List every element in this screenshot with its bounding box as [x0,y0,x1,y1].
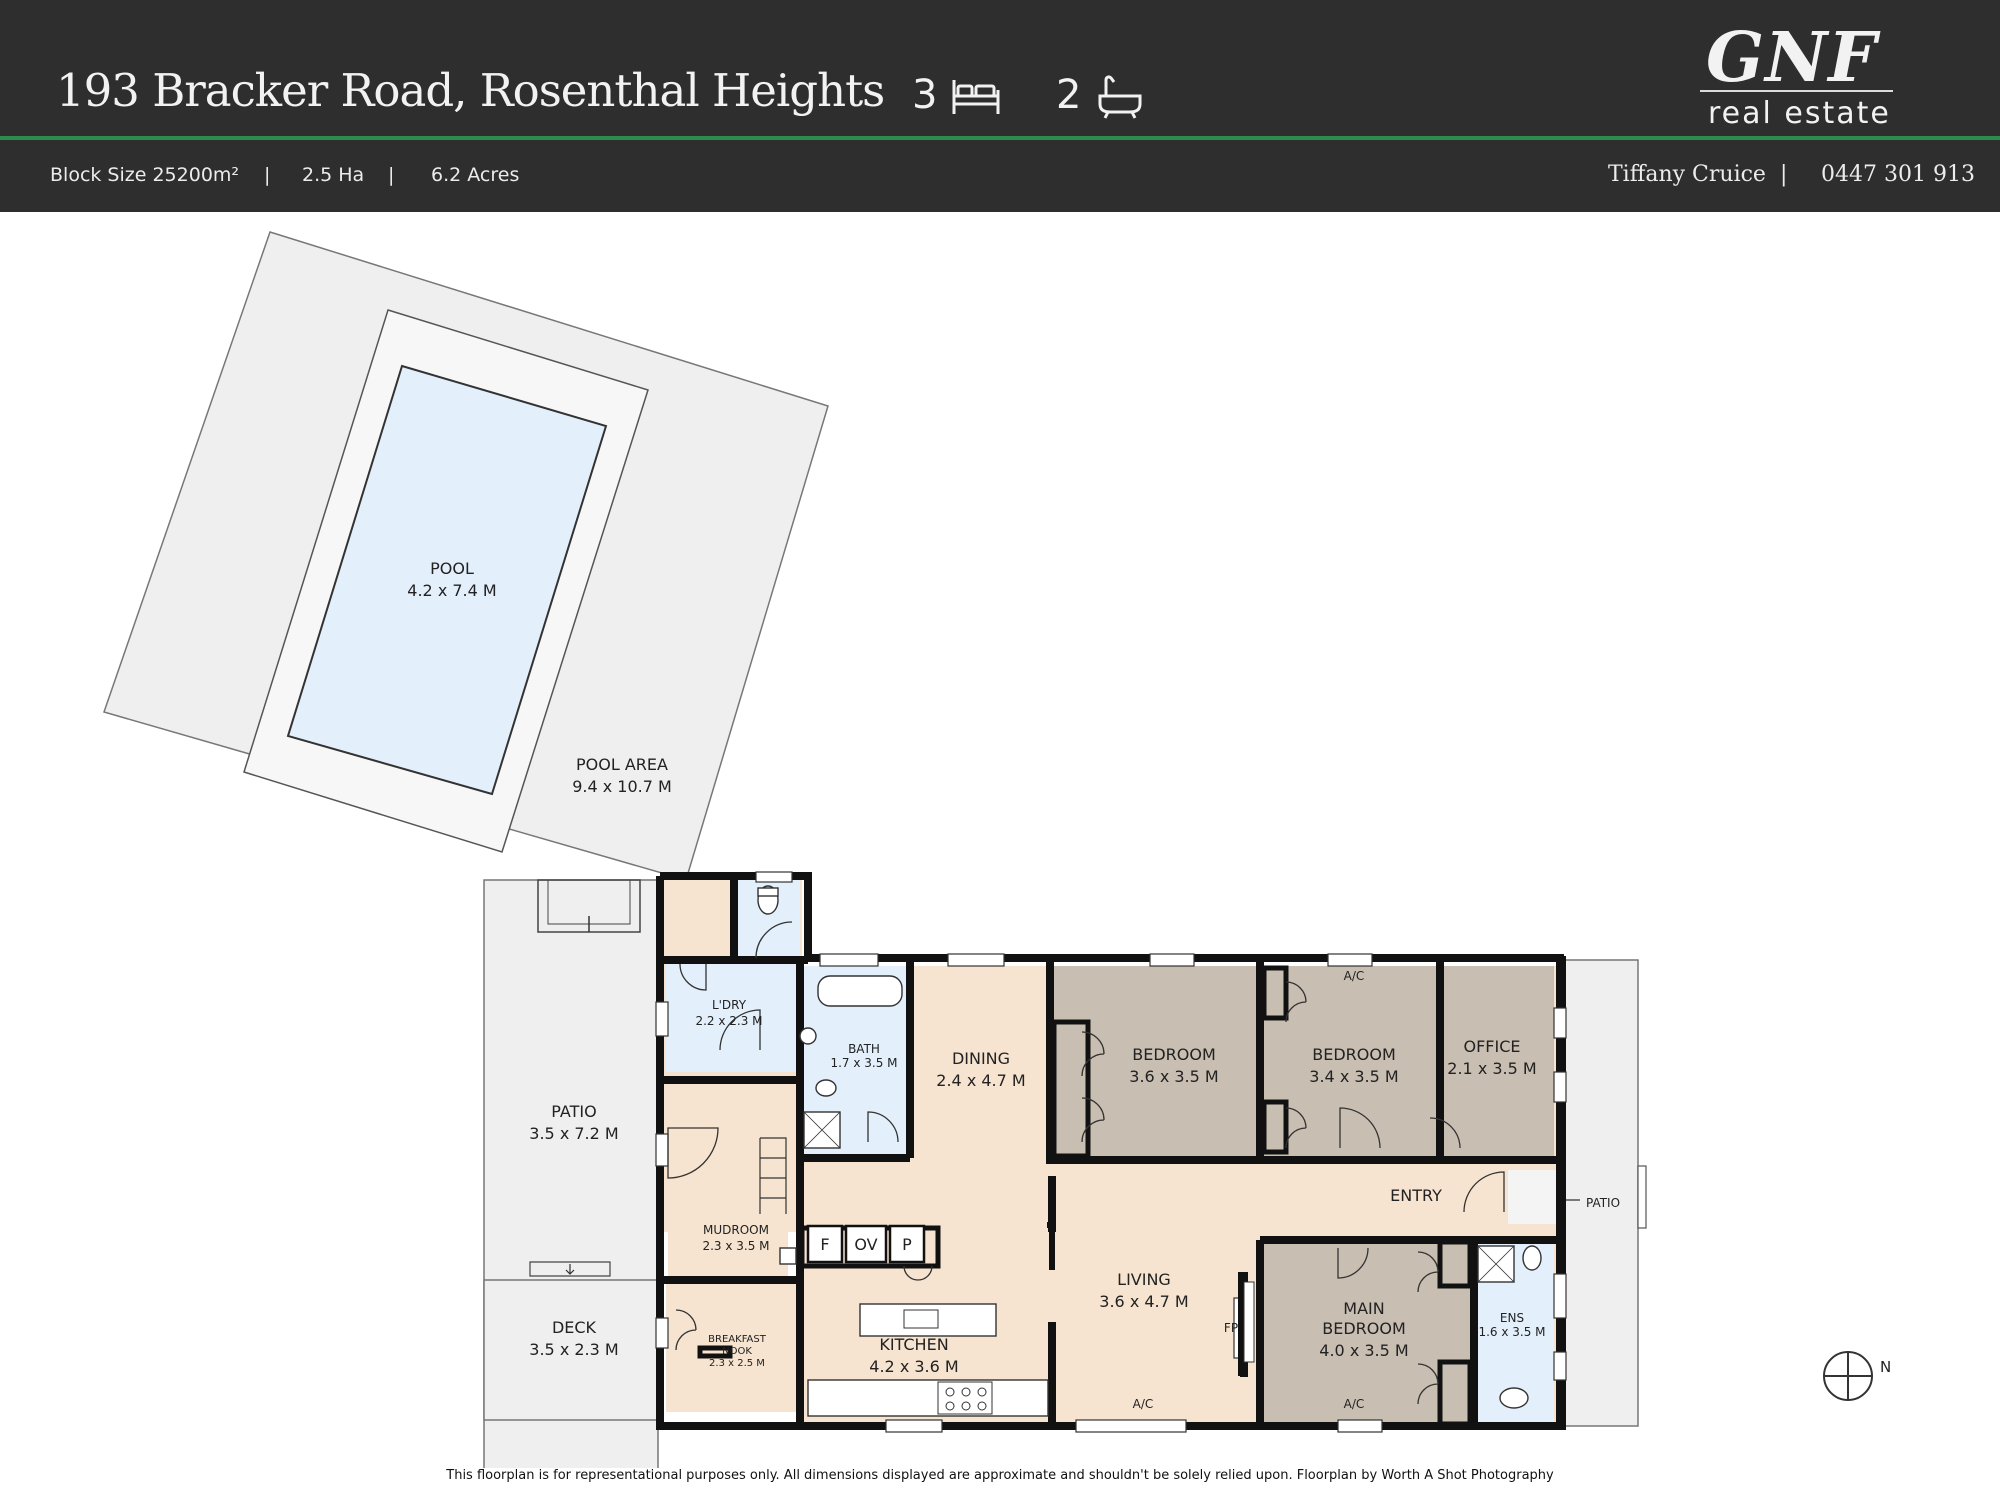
mudroom-label: MUDROOM [703,1223,769,1237]
laundry-size: 2.2 x 2.3 M [695,1014,762,1028]
breakfast-nook-size: 2.3 x 2.5 M [709,1358,765,1369]
bedroom-2-size: 3.6 x 3.5 M [1129,1067,1218,1086]
ensuite-size: 1.6 x 3.5 M [1478,1325,1545,1339]
doors [667,921,1505,1405]
mudroom-steps [759,1137,787,1214]
ac-label-living: A/C [1133,1397,1154,1411]
entry-label: ENTRY [1390,1186,1442,1205]
block-size: Block Size 25200m² [50,164,240,186]
living-size: 3.6 x 4.7 M [1099,1292,1188,1311]
office-label: OFFICE [1464,1037,1521,1056]
disclaimer: This floorplan is for representational p… [446,1468,1554,1483]
ac-label-main-bedroom: A/C [1344,1397,1365,1411]
separator: | [264,164,271,186]
header-bar [0,0,2000,212]
main-bedroom-label-1: MAIN [1343,1299,1384,1318]
agent-name: Tiffany Cruice [1608,162,1766,187]
pool-water [286,364,608,796]
bathtub-icon [1098,75,1142,119]
kitchen-fixtures [806,1224,1049,1417]
kitchen-sink [903,1309,939,1329]
fridge-box [806,1224,844,1264]
bath-label: BATH [848,1042,880,1056]
logo-real-estate: real estate [1708,96,1891,131]
fridge-label: F [820,1235,829,1254]
patio-west-size: 3.5 x 7.2 M [529,1124,618,1143]
living-label: LIVING [1117,1270,1171,1289]
kitchen-size: 4.2 x 3.6 M [869,1357,958,1376]
deck-size: 3.5 x 2.3 M [529,1340,618,1359]
windows [655,871,1567,1433]
compass-label: N [1880,1358,1891,1376]
entry-porch [1508,1170,1560,1224]
main-bedroom-label-2: BEDROOM [1322,1319,1406,1338]
pool-label: POOL [430,559,474,578]
deck-zone [483,1279,659,1421]
separator: | [388,164,395,186]
agent-phone: 0447 301 913 [1821,162,1975,187]
dining-label: DINING [952,1049,1010,1068]
block-hectares: 2.5 Ha [302,164,365,186]
patio-east-zone [1561,959,1639,1427]
property-address: 193 Bracker Road, Rosenthal Heights [56,64,885,117]
patio-east-label: PATIO [1586,1196,1620,1210]
bedroom-3-floor [1262,966,1438,1156]
bedroom-count: 3 [912,72,938,118]
breakfast-nook-label-1: BREAKFAST [708,1334,767,1345]
kitchen-bench [807,1379,1049,1417]
patio-west-label: PATIO [551,1102,596,1121]
ensuite-label: ENS [1500,1311,1524,1325]
dining-size: 2.4 x 4.7 M [936,1071,1025,1090]
mudroom-size: 2.3 x 3.5 M [702,1239,769,1253]
laundry-floor [666,960,798,1072]
bath-size: 1.7 x 3.5 M [830,1056,897,1070]
ac-label-bedroom: A/C [1344,969,1365,983]
separator: | [1780,162,1788,187]
pantry-label: P [902,1235,912,1254]
pool-area-label: POOL AREA [576,755,668,774]
bedroom-2-label: BEDROOM [1132,1045,1216,1064]
bedroom-2-floor [1050,966,1258,1156]
laundry-label: L'DRY [712,998,747,1012]
kitchen-label: KITCHEN [879,1335,948,1354]
breakfast-nook-label-2: NOOK [722,1346,752,1357]
office-floor [1442,966,1554,1156]
oven-box [844,1224,888,1264]
bedroom-3-label: BEDROOM [1312,1045,1396,1064]
logo-divider [1700,90,1893,92]
office-size: 2.1 x 3.5 M [1447,1059,1536,1078]
main-bedroom-size: 4.0 x 3.5 M [1319,1341,1408,1360]
pool-area-size: 9.4 x 10.7 M [572,777,672,796]
bath-fixtures [757,885,1542,1409]
walls [656,872,1566,1430]
deck-step [529,1261,611,1277]
breakfast-nook-floor [666,1284,802,1412]
floor-plan: POOL 4.2 x 7.4 M POOL AREA 9.4 x 10.7 M … [103,231,1891,1468]
bed-icon [952,80,1000,114]
bathroom-count: 2 [1056,72,1082,118]
block-acres: 6.2 Acres [431,164,520,186]
pantry-box [888,1224,926,1264]
logo-gnf: GNF [1706,18,1878,98]
bedroom-3-size: 3.4 x 3.5 M [1309,1067,1398,1086]
pool-size: 4.2 x 7.4 M [407,581,496,600]
oven-label: OV [854,1235,877,1254]
compass-north-icon: N [1823,1351,1891,1401]
header-accent-line [0,136,2000,140]
deck-label: DECK [552,1318,597,1337]
fireplace-label: FP [1224,1321,1238,1335]
